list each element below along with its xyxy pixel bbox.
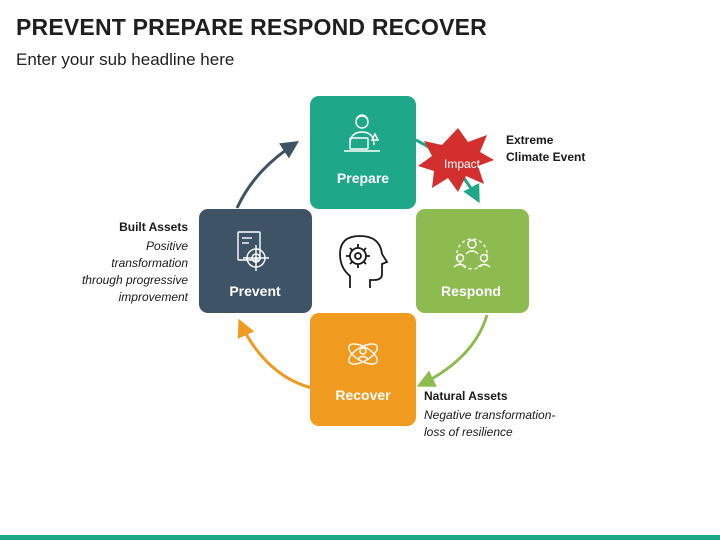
- respond-label: Respond: [441, 283, 501, 299]
- recover-card: [310, 313, 416, 426]
- natural-assets-title: Natural Assets: [424, 389, 508, 403]
- built-assets-line-2: transformation: [111, 256, 188, 270]
- arrow-respond-to-recover: [416, 314, 489, 387]
- built-assets-line-1: Positive: [145, 239, 188, 253]
- respond-card: [416, 209, 529, 313]
- climate-event-title-line1: Extreme: [506, 133, 554, 147]
- team-network-icon: [453, 238, 491, 270]
- person-at-laptop-icon: [344, 114, 380, 152]
- built-assets-line-3: through progressive: [81, 273, 188, 287]
- built-assets-title: Built Assets: [119, 220, 188, 234]
- prepare-card: [310, 96, 416, 209]
- prepare-label: Prepare: [336, 170, 390, 186]
- page-subtitle: Enter your sub headline here: [16, 50, 235, 69]
- arrow-prevent-to-prepare: [235, 141, 300, 209]
- head-gear-icon: [339, 235, 389, 288]
- prevent-label: Prevent: [229, 283, 281, 299]
- recover-label: Recover: [335, 387, 391, 403]
- built-assets-line-4: improvement: [118, 290, 188, 304]
- bottom-accent-bar: [0, 535, 720, 540]
- page-title: PREVENT PREPARE RESPOND RECOVER: [16, 14, 487, 40]
- target-document-icon: [237, 231, 269, 271]
- natural-assets-line-1: Negative transformation-: [424, 408, 556, 422]
- climate-event-title-line2: Climate Event: [506, 150, 586, 164]
- natural-assets-line-2: loss of resilience: [424, 425, 513, 439]
- impact-starburst: [418, 128, 494, 192]
- atom-person-icon: [348, 343, 378, 365]
- arrow-recover-to-prevent: [237, 318, 313, 390]
- impact-label: Impact: [443, 157, 480, 171]
